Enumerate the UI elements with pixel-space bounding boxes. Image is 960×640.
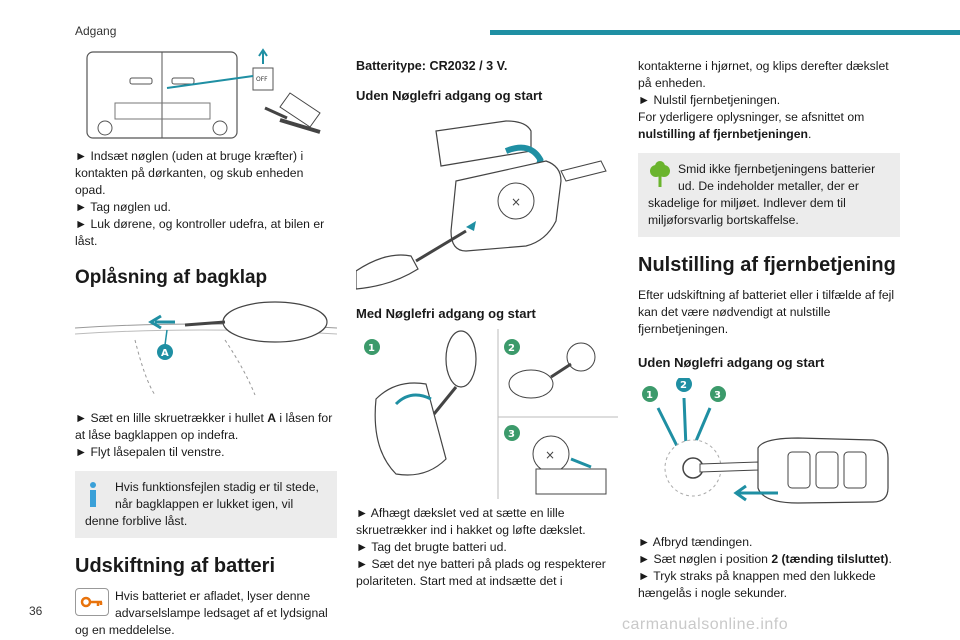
battery-title: Udskiftning af batteri [75, 555, 276, 577]
label-a: A [161, 348, 169, 359]
reset-step-1: ► Afbryd tændingen. [638, 535, 753, 549]
door-key-illustration: OFF [75, 48, 337, 140]
page-number: 36 [29, 604, 43, 618]
reset-intro: Efter udskiftning af batteriet eller i t… [638, 288, 895, 336]
battery-warning: Hvis batteriet er afladet, lyser denne a… [75, 588, 328, 637]
svg-text:×: × [545, 448, 555, 462]
step-reset-remote: ► Nulstil fjernbetjeningen. [638, 93, 781, 107]
info-icon [90, 482, 96, 507]
info-notice: Hvis funktionsfejlen stadig er til stede… [75, 471, 337, 538]
subtitle-keyless: Med Nøglefri adgang og start [356, 306, 536, 321]
battery-type: Batteritype: CR2032 / 3 V. [356, 59, 508, 73]
keyless-battery-illustration: 1 2 3 × [356, 329, 618, 499]
replace-step-3: ► Sæt det nye batteri på plads og respek… [356, 557, 606, 588]
column-3: kontakterne i hjørnet, og klips derefter… [638, 48, 900, 602]
key-ignition-illustration: 1 2 3 [638, 378, 900, 528]
step-remove-key: ► Tag nøglen ud. [75, 200, 171, 214]
off-label: OFF [256, 76, 268, 83]
reset-fig-label-1: 1 [646, 390, 653, 401]
reset-title: Nulstilling af fjernbetjening [638, 254, 896, 276]
fig-label-3: 3 [508, 429, 515, 440]
section-header: Adgang [75, 24, 117, 38]
battery-replace-illustration: × [356, 111, 618, 291]
step-check-locked: ► Luk dørene, og kontroller udefra, at b… [75, 217, 325, 248]
column-2: Batteritype: CR2032 / 3 V. Uden Nøglefri… [356, 48, 618, 590]
svg-text:×: × [511, 195, 521, 209]
fig-label-1: 1 [368, 343, 375, 354]
step-insert-key: ► Indsæt nøglen (uden at bruge kræfter) … [75, 149, 304, 197]
reset-step-3: ► Tryk straks på knappen med den lukkede… [638, 569, 876, 600]
tree-icon [650, 161, 670, 187]
key-warning-icon [75, 588, 109, 616]
replace-step-2: ► Tag det brugte batteri ud. [356, 540, 507, 554]
more-info: For yderligere oplysninger, se afsnittet… [638, 110, 865, 141]
replace-continued: kontakterne i hjørnet, og klips derefter… [638, 59, 889, 90]
reset-subtitle-no-keyless: Uden Nøglefri adgang og start [638, 355, 825, 370]
tailgate-unlock-illustration: A [75, 300, 337, 400]
replace-step-1: ► Afhægt dækslet ved at sætte en lille s… [356, 506, 586, 537]
column-1: OFF ► Indsæt nøglen (uden at bruge kræft… [75, 48, 337, 639]
header-accent-bar [490, 30, 960, 35]
environment-notice: Smid ikke fjernbetjeningens batterier ud… [638, 153, 900, 237]
fig-label-2: 2 [508, 343, 515, 354]
watermark: carmanualsonline.info [622, 616, 789, 633]
tailgate-step-1: ► Sæt en lille skruetrækker i hullet A i… [75, 411, 333, 442]
reset-fig-label-3: 3 [714, 390, 721, 401]
tailgate-step-2: ► Flyt låsepalen til venstre. [75, 445, 225, 459]
tailgate-title: Oplåsning af bagklap [75, 267, 268, 288]
subtitle-no-keyless: Uden Nøglefri adgang og start [356, 88, 543, 103]
reset-fig-label-2: 2 [680, 380, 687, 391]
reset-step-2: ► Sæt nøglen i position 2 (tænding tilsl… [638, 552, 892, 566]
